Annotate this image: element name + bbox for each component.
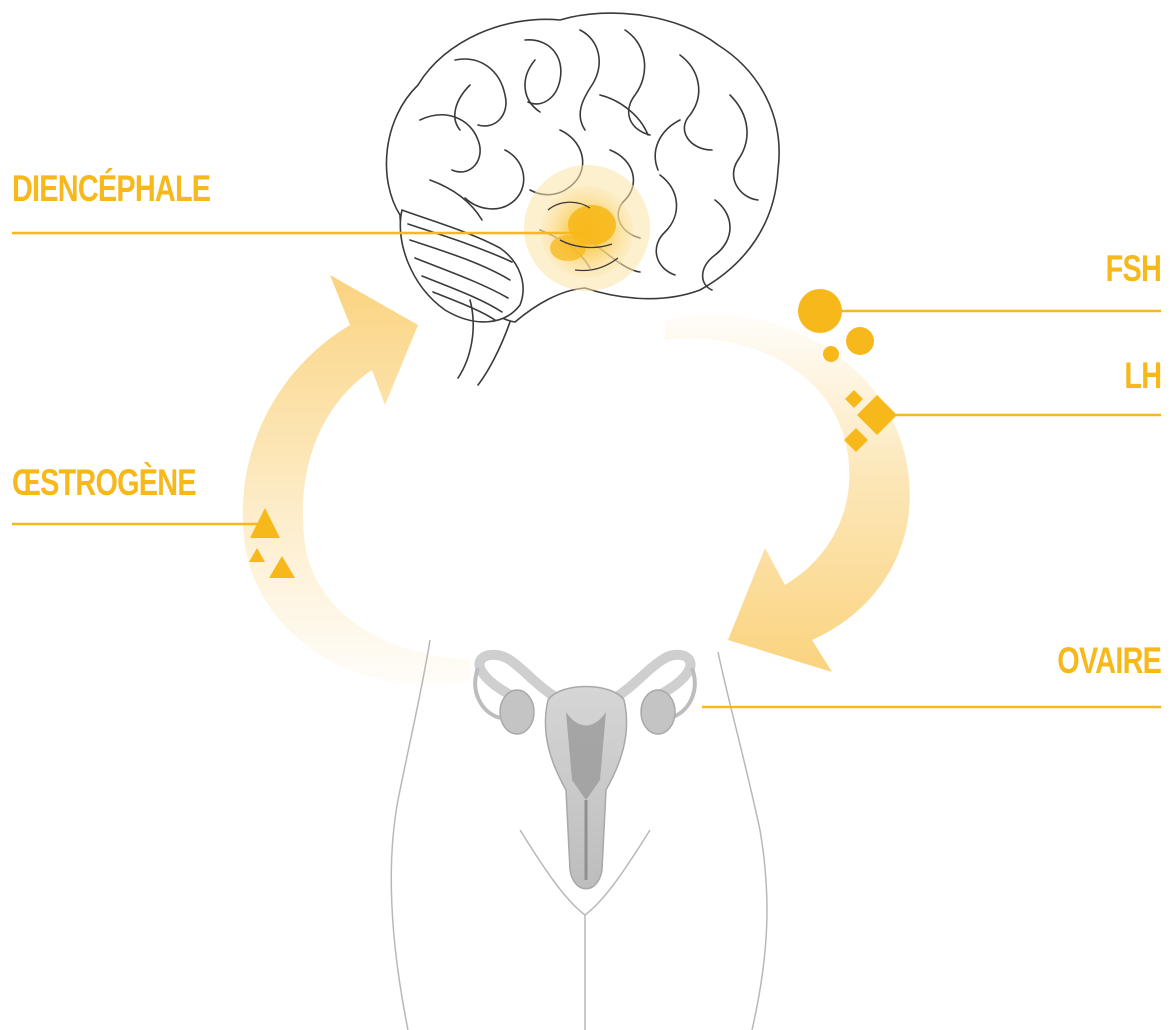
lh-label: LH <box>1124 357 1161 394</box>
feedback-arrow-up <box>243 275 470 685</box>
ovaire-label: OVAIRE <box>1057 642 1161 679</box>
fsh-label: FSH <box>1106 250 1161 287</box>
feedback-arrow-down <box>665 314 910 672</box>
uterus-illustration <box>475 655 695 889</box>
oestrogene-label: ŒSTROGÈNE <box>12 464 196 501</box>
diencephale-label: DIENCÉPHALE <box>12 170 210 207</box>
diencephale-highlight <box>524 165 650 291</box>
